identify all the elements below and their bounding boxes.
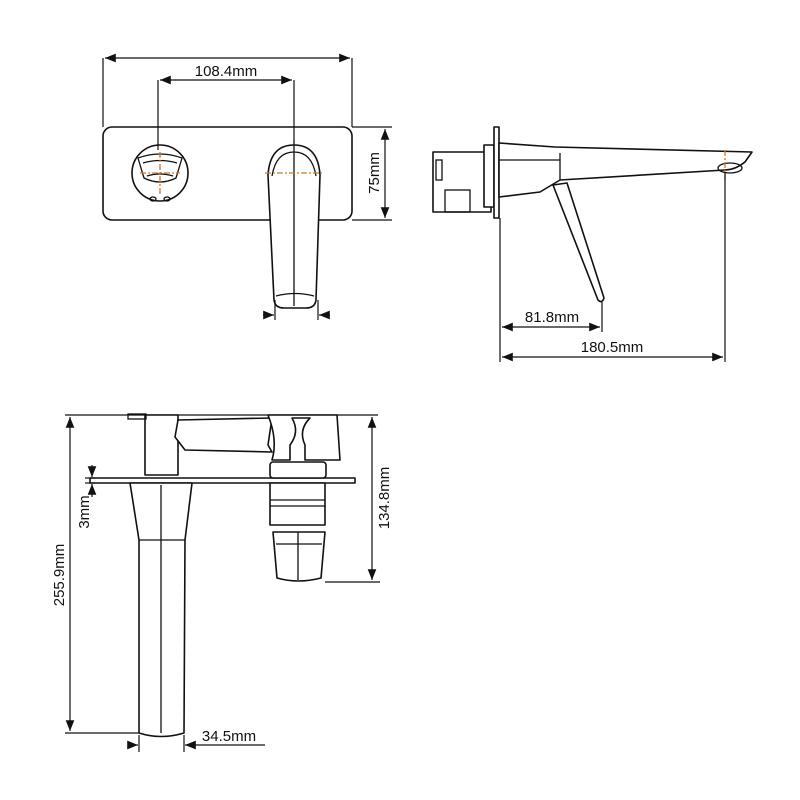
front-view: 108.4mm 75mm <box>102 53 392 320</box>
side-lever <box>552 182 605 303</box>
plan-cartridge <box>269 482 326 526</box>
plan-handle-body <box>144 414 179 476</box>
spout <box>498 142 753 198</box>
dim-3: 3mm <box>76 495 93 528</box>
dim-108-4: 108.4mm <box>195 63 258 80</box>
dim-81-8: 81.8mm <box>525 309 579 326</box>
plan-arm <box>174 417 273 453</box>
plan-plate <box>89 477 356 484</box>
plan-cartridge-top <box>267 414 341 461</box>
dim-34-5: 34.5mm <box>202 728 256 745</box>
dim-134-8: 134.8mm <box>376 467 393 530</box>
dim-255-9: 255.9mm <box>51 544 68 607</box>
mixer-handle <box>265 140 322 309</box>
dim-75: 75mm <box>366 152 383 194</box>
side-view: 81.8mm 180.5mm <box>432 126 753 362</box>
plan-view: 134.8mm 255.9mm 3mm 34.5mm <box>51 413 393 752</box>
diverter-knob <box>131 144 189 202</box>
dim-180-5: 180.5mm <box>581 339 644 356</box>
